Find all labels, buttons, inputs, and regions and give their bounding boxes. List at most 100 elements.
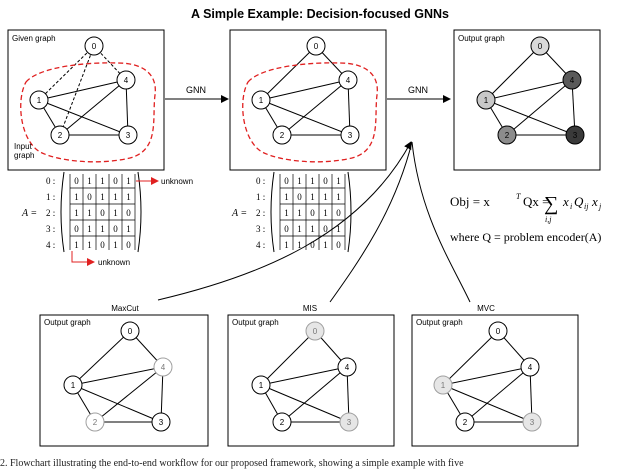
matrix-mid-cell-2-1: 1 [297,208,302,218]
output-node-0: 0 [530,36,550,56]
figure-caption: 2. Flowchart illustrating the end-to-end… [0,458,464,469]
matrix-left-cell-1-3: 1 [113,192,118,202]
svg-text:0: 0 [128,327,133,336]
matrix-left-cell-3-4: 1 [126,224,131,234]
maxcut-panel: Output graph 0 1 2 3 4 [39,314,209,447]
matrix-left-cell-2-0: 1 [74,208,79,218]
output-node-4: 4 [562,70,582,90]
svg-text:3: 3 [348,131,353,140]
given-node-4: 4 [116,70,136,90]
matrix-mid-cell-1-2: 1 [310,192,315,202]
formula-sup: T [516,192,521,201]
matrix-mid-cell-1-0: 1 [284,192,289,202]
svg-text:2 :: 2 : [46,208,55,218]
svg-text:4 :: 4 : [46,240,55,250]
matrix-mid-cell-4-3: 1 [323,240,328,250]
matrix-left-cell-0-4: 1 [126,176,131,186]
unknown-label-bottom: unknown [98,258,130,267]
arrow-mis-to-gnn [329,141,413,303]
svg-text:Output graph: Output graph [232,318,279,327]
matrix-mid-cell-4-4: 0 [336,240,341,250]
matrix-mid-cell-1-1: 0 [297,192,302,202]
middle-node-2: 2 [272,125,292,145]
maxcut-node-4: 4 [153,357,173,377]
svg-text:2: 2 [280,418,285,427]
matrix-mid-cell-0-2: 1 [310,176,315,186]
matrix-mid-cell-0-0: 0 [284,176,289,186]
svg-text:0 :: 0 : [46,176,55,186]
middle-node-4: 4 [338,70,358,90]
matrix-left-cell-3-1: 1 [87,224,92,234]
unknown-label-right: unknown [161,177,193,186]
matrix-mid-cell-1-4: 1 [336,192,341,202]
matrix-left-cell-4-3: 1 [113,240,118,250]
middle-node-0: 0 [306,36,326,56]
mvc-node-3: 3 [522,412,542,432]
matrix-name: A = [21,208,37,219]
matrix-mid-cell-0-1: 1 [297,176,302,186]
middle-graph-panel: 0 1 2 3 4 [229,29,387,171]
matrix-left-cell-1-4: 1 [126,192,131,202]
svg-text:3 :: 3 : [256,224,265,234]
input-graph-outline [20,62,156,163]
svg-text:2: 2 [505,131,510,140]
svg-text:4: 4 [346,76,351,85]
svg-text:ij: ij [584,202,589,211]
matrix-mid-cell-2-2: 0 [310,208,315,218]
output-node-2: 2 [497,125,517,145]
mvc-panel: Output graph 0 1 2 3 4 [411,314,579,447]
formula-obj-lhs: Obj = x [450,194,490,209]
svg-text:3: 3 [126,131,131,140]
svg-text:1: 1 [441,381,446,390]
matrix-left-cell-0-0: 0 [74,176,79,186]
svg-text:0: 0 [92,42,97,51]
matrix-left-cell-0-3: 0 [113,176,118,186]
svg-text:3 :: 3 : [46,224,55,234]
matrix-left-cell-2-3: 1 [113,208,118,218]
middle-node-3: 3 [340,125,360,145]
matrix-mid-cell-3-2: 1 [310,224,315,234]
matrix-left-cell-4-1: 1 [87,240,92,250]
objective-formula: Obj = x T Qx = ∑ i,j x i Q ij x j where … [450,192,602,244]
diagram-title: A Simple Example: Decision-focused GNNs [191,7,449,21]
matrix-left-cell-1-0: 1 [74,192,79,202]
formula-where: where Q = problem encoder(A) [450,230,601,244]
svg-text:3: 3 [530,418,535,427]
svg-text:x: x [591,194,598,209]
given-graph-panel: Given graph 0 1 2 3 4 Input graph [7,29,165,171]
given-node-2: 2 [50,125,70,145]
given-graph-label: Given graph [12,34,56,43]
matrix-left-cell-2-1: 1 [87,208,92,218]
given-node-0: 0 [84,36,104,56]
formula-sum: ∑ [544,193,558,215]
matrix-mid-cell-1-3: 1 [323,192,328,202]
mis-header: MIS [303,304,317,313]
matrix-mid-cell-2-4: 0 [336,208,341,218]
output-graph-label: Output graph [458,34,505,43]
matrix-mid-cell-4-2: 0 [310,240,315,250]
svg-text:Output graph: Output graph [416,318,463,327]
input-graph-label-line1: Input [14,142,33,151]
gnn-arrow-2-label: GNN [408,85,428,95]
svg-text:4: 4 [124,76,129,85]
svg-text:Q: Q [574,194,584,209]
svg-text:x: x [562,194,569,209]
maxcut-node-3: 3 [151,412,171,432]
svg-text:A =: A = [231,208,247,219]
svg-text:j: j [598,202,602,211]
svg-text:2 :: 2 : [256,208,265,218]
matrix-left-cell-1-2: 1 [100,192,105,202]
mvc-header: MVC [477,304,495,313]
mis-node-4: 4 [337,357,357,377]
svg-text:1: 1 [71,381,76,390]
matrix-left-cell-4-0: 1 [74,240,79,250]
matrix-left-cell-3-3: 0 [113,224,118,234]
matrix-mid-cell-3-3: 0 [323,224,328,234]
output-node-1: 1 [476,90,496,110]
mvc-node-2: 2 [455,412,475,432]
matrix-mid-cell-2-0: 1 [284,208,289,218]
svg-text:0: 0 [538,42,543,51]
matrix-left-cell-4-2: 0 [100,240,105,250]
matrix-left-cell-4-4: 0 [126,240,131,250]
